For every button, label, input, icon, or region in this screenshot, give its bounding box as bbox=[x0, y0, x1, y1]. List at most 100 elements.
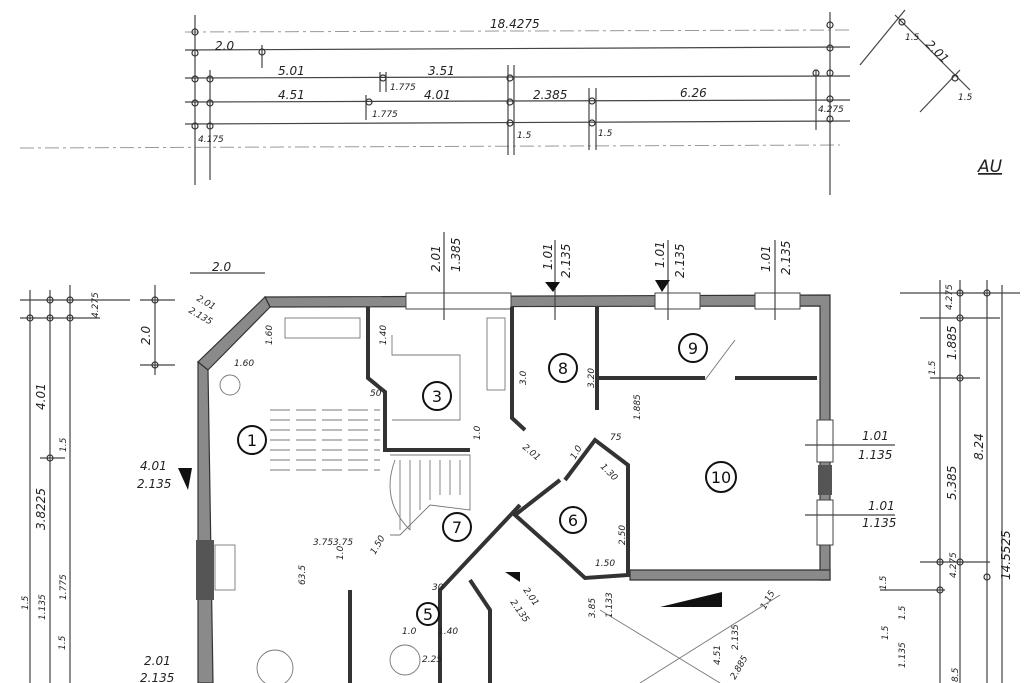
dim-label: 1.60 bbox=[265, 325, 275, 345]
room-9: 9 bbox=[678, 333, 708, 363]
dim-label: 1.5 bbox=[598, 129, 613, 139]
dim-label: 2.0 bbox=[139, 326, 153, 345]
dim-label: 2.885 bbox=[729, 654, 751, 682]
dim-label: 1.5 bbox=[58, 635, 68, 650]
dim-label: 4.01 bbox=[140, 459, 167, 473]
dim-label: 1.40 bbox=[438, 627, 458, 637]
dim-label: 6.26 bbox=[680, 86, 707, 100]
dim-label: 3.75 bbox=[313, 538, 333, 548]
dim-label: 1.5 bbox=[21, 595, 31, 610]
dim-label: 4.01 bbox=[424, 88, 451, 102]
dim-label: 63.5 bbox=[298, 565, 308, 585]
dim-overall-width: 18.4275 bbox=[490, 17, 540, 31]
dim-label: 1.01 bbox=[868, 499, 895, 513]
svg-text:6: 6 bbox=[568, 511, 578, 530]
dim-label: 1.5 bbox=[898, 605, 908, 620]
dim-label: 8.5 bbox=[951, 667, 961, 682]
room-7: 7 bbox=[442, 512, 472, 542]
dim-label: 1.5 bbox=[517, 131, 532, 141]
dim-label: 1.30 bbox=[598, 462, 619, 483]
svg-text:AU: AU bbox=[977, 157, 1003, 177]
interior-dimensions: 2.0 2.01 2.135 1.60 1.60 1.40 50 3.0 3.2… bbox=[187, 260, 781, 683]
dim-label: 1.01 bbox=[862, 429, 889, 443]
dim-label: 5.385 bbox=[945, 466, 959, 500]
dim-label: 2.01 bbox=[923, 37, 952, 66]
dim-label: 2.385 bbox=[533, 88, 567, 102]
dim-label: 1.5 bbox=[928, 360, 938, 375]
room-labels: 1 3 8 9 10 7 6 5 bbox=[237, 333, 737, 626]
dim-label: 1.50 bbox=[595, 559, 615, 569]
dim-label: 3.20 bbox=[587, 368, 597, 388]
dim-label: 2.135 bbox=[559, 244, 573, 278]
svg-text:3: 3 bbox=[432, 387, 442, 406]
dim-label: 1.5 bbox=[881, 625, 891, 640]
dim-label: 1.5 bbox=[958, 93, 973, 103]
drawing-mark: AU bbox=[977, 157, 1003, 177]
dim-label: 1.0 bbox=[473, 425, 483, 440]
dim-label: 2.0 bbox=[215, 39, 234, 53]
dim-label: 3.51 bbox=[428, 64, 455, 78]
outer-walls bbox=[196, 292, 834, 683]
dim-label: 1.135 bbox=[38, 594, 48, 620]
top-dimension-chain: 18.4275 2.0 5.01 1.775 3.51 4.51 1.775 4… bbox=[19, 12, 851, 195]
top-wall-dimensions: 2.01 1.385 1.01 2.135 1.01 2.135 1.01 2.… bbox=[429, 232, 793, 320]
svg-text:7: 7 bbox=[452, 518, 462, 537]
dim-label: 2.135 bbox=[673, 244, 687, 278]
dim-label: 2.01 bbox=[520, 443, 542, 464]
dim-label: 4.275 bbox=[818, 105, 844, 115]
svg-text:8: 8 bbox=[558, 359, 568, 378]
room-3: 3 bbox=[422, 381, 452, 411]
dim-label: 1.5 bbox=[905, 33, 920, 43]
dim-label: 1.133 bbox=[605, 592, 615, 618]
interior-walls bbox=[214, 307, 817, 683]
dim-label: 8.24 bbox=[972, 433, 986, 460]
dim-label: 2.135 bbox=[779, 241, 793, 275]
room-8: 8 bbox=[548, 353, 578, 383]
room-10: 10 bbox=[705, 461, 737, 493]
dim-label: 3.0 bbox=[519, 370, 529, 385]
dim-label: 1.0 bbox=[336, 545, 346, 560]
room-6: 6 bbox=[559, 506, 587, 534]
dim-label: 30 bbox=[432, 583, 444, 593]
svg-text:10: 10 bbox=[711, 468, 731, 487]
dim-label: 1.5 bbox=[879, 575, 889, 590]
dim-label: 2.135 bbox=[140, 671, 174, 683]
dim-label: 1.60 bbox=[234, 359, 254, 369]
dim-label: 1.135 bbox=[898, 642, 908, 668]
dim-label: 2.135 bbox=[137, 477, 171, 491]
dim-label: 4.275 bbox=[949, 552, 959, 578]
dim-label: 4.175 bbox=[198, 135, 224, 145]
dim-label: 4.275 bbox=[945, 284, 955, 310]
svg-text:1: 1 bbox=[247, 431, 257, 450]
dim-label: 1.885 bbox=[633, 394, 643, 420]
dim-label: 2.135 bbox=[508, 598, 531, 625]
room-5: 5 bbox=[416, 602, 440, 626]
dim-label: 1.5 bbox=[59, 437, 69, 452]
diagonal-dimension-chain: 2.01 1.5 1.5 AU bbox=[859, 9, 1003, 177]
dim-label: 1.135 bbox=[862, 516, 896, 530]
dim-label: 2.01 bbox=[429, 245, 443, 272]
dim-label: 2.01 bbox=[144, 654, 171, 668]
dim-label: 75 bbox=[610, 433, 622, 443]
dim-label: 1.775 bbox=[372, 110, 398, 120]
dim-label: 4.275 bbox=[91, 292, 101, 318]
svg-text:9: 9 bbox=[688, 339, 698, 358]
dim-label: 50 bbox=[370, 389, 382, 399]
dim-label: 1.775 bbox=[390, 83, 416, 93]
right-window-dimensions: 1.01 1.135 1.01 1.135 bbox=[805, 429, 896, 530]
dim-label: 3.85 bbox=[588, 598, 598, 618]
dim-label: 1.775 bbox=[59, 574, 69, 600]
dim-label: 3.75 bbox=[333, 538, 353, 548]
dim-label: 1.01 bbox=[541, 243, 555, 270]
right-dimension-chain: 4.275 1.885 1.5 8.24 5.385 14.5525 4.275… bbox=[879, 280, 1020, 683]
left-dimension-chain: 4.01 1.5 3.8225 4.275 2.0 4.01 2.135 2.0… bbox=[20, 285, 192, 683]
dim-label: 2.135 bbox=[731, 624, 741, 650]
dim-label: 2.25 bbox=[422, 655, 442, 665]
dim-label: 1.40 bbox=[379, 325, 389, 345]
dim-label: 1.01 bbox=[759, 245, 773, 272]
dim-label: 5.01 bbox=[278, 64, 305, 78]
room-1: 1 bbox=[237, 425, 267, 455]
svg-text:5: 5 bbox=[423, 605, 433, 624]
dim-label: 4.51 bbox=[713, 645, 723, 665]
